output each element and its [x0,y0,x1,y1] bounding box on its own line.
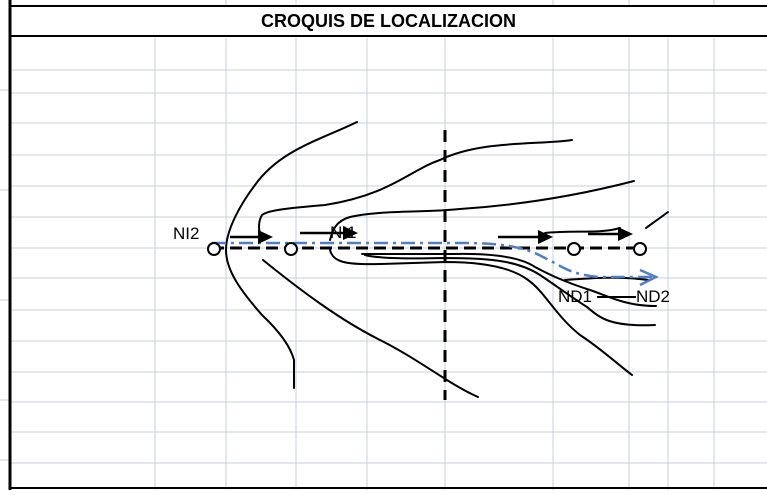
road-edge-upper-2 [329,180,635,241]
outer-curve-top [224,121,358,389]
road-sketch [224,121,669,398]
point-ni1-icon [284,242,298,256]
road-edge-upper-3 [544,227,621,234]
point-ni2-icon [207,242,221,256]
point-nd2-icon [633,242,647,256]
label-nd2: ND2 [636,287,671,306]
road-edge-lower-1 [364,254,656,327]
blue-route [212,241,655,279]
road-edge-upper-1 [258,139,573,237]
point-nd1-icon [567,242,581,256]
label-ni2: NI2 [173,224,200,243]
sheet-frame [8,0,767,490]
arrow-right-icon [230,230,273,244]
label-nd1: ND1 [558,287,593,306]
road-edge-upper-4 [645,211,669,229]
page-title: CROQUIS DE LOCALIZACION [261,10,516,31]
label-ni1: NI1 [330,223,357,242]
arrow-right-icon [588,227,633,241]
arrow-right-icon [498,230,553,244]
road-edge-lower-3 [262,259,479,398]
arrow-right-icon [300,226,358,240]
blue-arrowhead [639,268,659,287]
direction-arrows [230,226,633,244]
survey-points [207,242,647,256]
road-lane-right [361,252,657,307]
road-edge-lower-2 [564,276,649,281]
road-lane-left [329,249,633,376]
